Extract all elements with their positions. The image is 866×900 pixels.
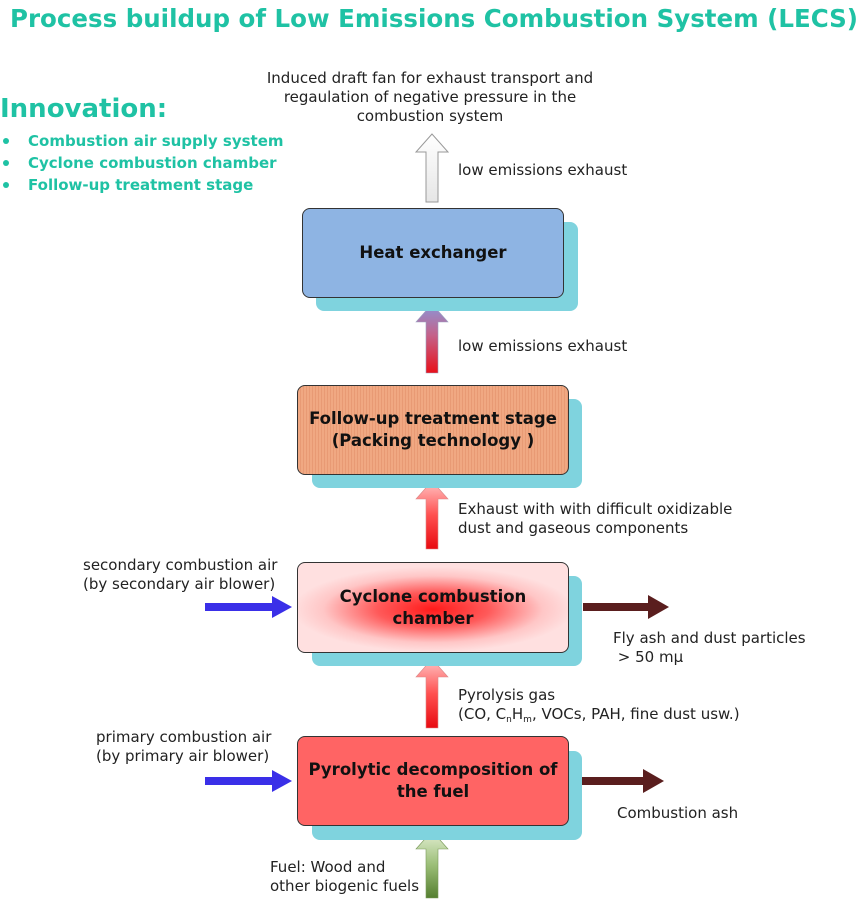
- right-arrow-blue-icon: [205, 770, 292, 792]
- combustion-ash-label: Combustion ash: [617, 804, 739, 822]
- secondary-air-label: secondary combustion air (by secondary a…: [83, 556, 278, 593]
- heat-exchanger-box: Heat exchanger: [302, 208, 564, 298]
- right-arrow-blue-icon: [205, 596, 292, 618]
- up-arrow-white-icon: [414, 133, 450, 203]
- innovation-item: Combustion air supply system: [0, 130, 284, 152]
- exhaust-dust-label: Exhaust with with difficult oxidizable d…: [458, 500, 733, 537]
- innovation-item: Follow-up treatment stage: [0, 174, 284, 196]
- pyrolysis-gas-label: Pyrolysis gas (CO, CnHm, VOCs, PAH, fine…: [458, 686, 740, 725]
- up-arrow-red-icon: [415, 480, 449, 550]
- fuel-label: Fuel: Wood and other biogenic fuels: [270, 858, 420, 895]
- low-emissions-exhaust-label: low emissions exhaust: [458, 337, 628, 355]
- fly-ash-label: Fly ash and dust particles > 50 mµ: [613, 629, 806, 666]
- cyclone-combustion-chamber-box: Cyclone combustion chamber: [297, 562, 569, 653]
- bullet-icon: [3, 182, 9, 188]
- right-arrow-brown-icon: [580, 769, 664, 793]
- pyrolytic-decomposition-box: Pyrolytic decomposition of the fuel: [297, 736, 569, 826]
- right-arrow-brown-icon: [583, 595, 669, 619]
- innovation-item: Cyclone combustion chamber: [0, 152, 284, 174]
- bullet-icon: [3, 160, 9, 166]
- up-arrow-red-icon: [415, 658, 449, 729]
- innovation-heading: Innovation:: [0, 94, 168, 124]
- up-arrow-gradient-icon: [415, 303, 449, 374]
- page-title: Process buildup of Low Emissions Combust…: [10, 4, 858, 33]
- follow-up-treatment-box: Follow-up treatment stage (Packing techn…: [297, 385, 569, 475]
- up-arrow-green-icon: [415, 830, 449, 899]
- induced-draft-label: Induced draft fan for exhaust transport …: [266, 69, 594, 125]
- low-emissions-exhaust-label: low emissions exhaust: [458, 161, 628, 179]
- innovation-list: Combustion air supply system Cyclone com…: [0, 130, 284, 196]
- primary-air-label: primary combustion air (by primary air b…: [96, 728, 272, 765]
- bullet-icon: [3, 138, 9, 144]
